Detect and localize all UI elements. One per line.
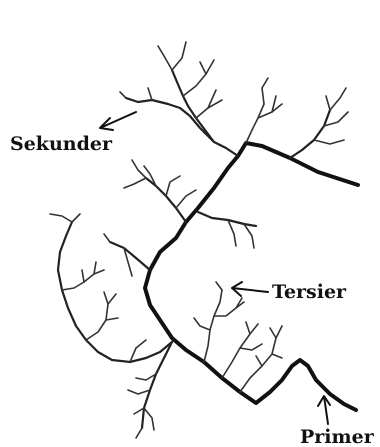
label-tertiary-group: Tersier: [231, 281, 347, 303]
tertiary-twig: [245, 103, 265, 144]
tertiary-twig: [81, 269, 85, 283]
tertiary-twig: [103, 291, 109, 305]
tertiary-twig: [119, 91, 127, 99]
tertiary-twig: [215, 281, 223, 291]
tertiary-twig: [107, 293, 117, 305]
tertiary-twig: [105, 317, 119, 321]
arrow-secondary: [99, 111, 137, 131]
secondary-branch-mid-left: [108, 240, 152, 272]
tertiary-twig: [195, 99, 223, 119]
secondary-channels: [56, 68, 332, 430]
tertiary-twig: [199, 61, 207, 75]
label-secondary-group: Sekunder: [10, 111, 137, 155]
tertiary-twig: [271, 353, 283, 359]
secondary-branch-upper-left: [124, 96, 216, 144]
tertiary-twig: [165, 175, 181, 197]
secondary-branch-upper: [170, 68, 240, 158]
tertiary-twig: [235, 301, 245, 309]
tertiary-twig: [135, 427, 143, 439]
tertiary-twig: [83, 261, 97, 283]
tertiary-twig: [213, 297, 243, 317]
tertiary-twig: [93, 269, 105, 275]
tertiary-twig: [147, 87, 153, 101]
tertiary-twig: [71, 213, 81, 223]
tertiary-twig: [245, 321, 251, 335]
tertiary-twig: [103, 233, 111, 243]
primary-channel-line: [143, 141, 360, 412]
arrow-tertiary: [231, 281, 269, 297]
tertiary-twig: [323, 111, 349, 127]
tertiary-twig: [271, 95, 277, 113]
secondary-branch-upper-mid: [144, 176, 188, 224]
label-primary: Primer: [300, 426, 375, 447]
tertiary-twig: [61, 281, 85, 291]
secondary-branch-left-loop: [56, 220, 174, 364]
tertiary-twig: [193, 317, 211, 331]
tertiary-twig: [143, 407, 155, 431]
tertiary-twig: [131, 159, 147, 179]
secondary-branch-mid-right: [196, 210, 258, 228]
tertiary-twig: [275, 325, 283, 339]
primary-channel: [143, 141, 360, 412]
tertiary-twig: [49, 213, 73, 223]
tertiary-twig: [127, 389, 151, 395]
label-tertiary: Tersier: [272, 281, 347, 303]
tertiary-twig: [243, 223, 255, 249]
tertiary-twig: [123, 177, 147, 189]
tertiary-twig: [325, 95, 331, 111]
tertiary-twig: [261, 77, 269, 105]
tertiary-twig: [157, 45, 173, 71]
tertiary-twig: [221, 323, 259, 379]
tertiary-twig: [329, 87, 347, 111]
tertiary-twig: [255, 355, 263, 367]
tertiary-channels: [49, 41, 349, 439]
arrow-primary: [317, 395, 331, 425]
tertiary-twig: [143, 165, 157, 187]
tertiary-twig: [227, 219, 237, 247]
tertiary-twig: [239, 327, 277, 393]
tertiary-twig: [239, 343, 263, 351]
tertiary-twig: [123, 247, 133, 277]
tertiary-twig: [207, 89, 217, 109]
label-primary-group: Primer: [300, 395, 375, 447]
secondary-branch-lower: [140, 340, 174, 430]
tertiary-twig: [182, 59, 215, 97]
tertiary-twig: [85, 303, 109, 341]
tertiary-twig: [135, 373, 157, 381]
tertiary-twig: [313, 139, 345, 145]
tertiary-twig: [133, 407, 145, 415]
tertiary-twig: [129, 339, 147, 363]
label-secondary: Sekunder: [10, 133, 113, 155]
secondary-branch-right: [288, 108, 332, 160]
tertiary-twig: [171, 41, 187, 71]
tertiary-twig: [203, 289, 223, 363]
tertiary-twig: [175, 189, 197, 209]
